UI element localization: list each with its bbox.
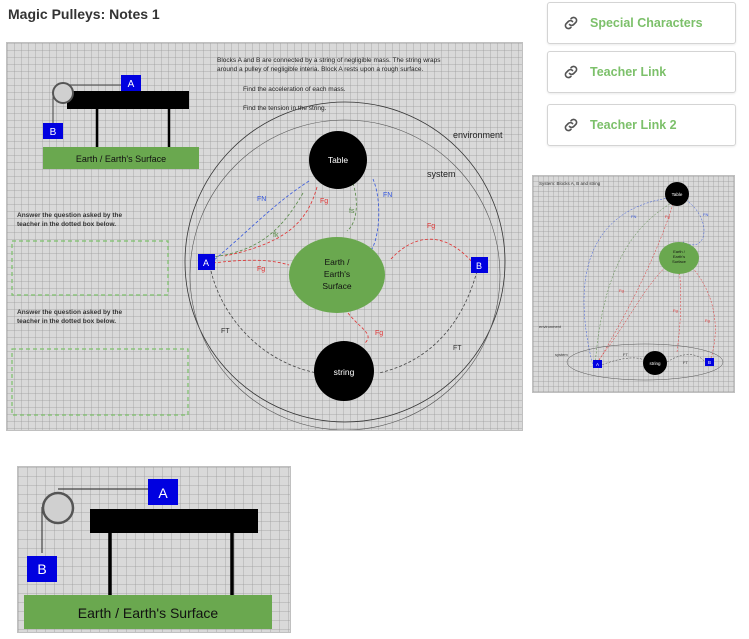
link-icon xyxy=(564,65,578,79)
thumb-block-b-label: B xyxy=(708,360,711,365)
zoom-block-a[interactable] xyxy=(148,479,178,505)
thumb-block-a xyxy=(593,360,602,368)
force-label-fs: fs xyxy=(349,208,355,215)
force-label-fg-2: Fg xyxy=(427,223,435,230)
surface-label: Earth / Earth's Surface xyxy=(76,154,166,164)
thumbnail-whiteboard[interactable]: System: Blocks A, B and string Table Ear… xyxy=(532,175,735,393)
thumb-string-label: string xyxy=(649,361,661,366)
problem-line-2: around a pulley of negligible interia. B… xyxy=(217,66,424,73)
block-b-node-label: B xyxy=(476,261,482,271)
block-b-node[interactable] xyxy=(471,257,488,273)
zoom-diagram: A B Earth / Earth's Surface xyxy=(24,479,272,629)
main-whiteboard[interactable]: A B Earth / Earth's Surface Blocks A and… xyxy=(6,42,523,431)
teacher-link-2[interactable]: Teacher Link 2 xyxy=(547,104,736,146)
thumb-string-node xyxy=(643,351,667,375)
zoom-block-a-label: A xyxy=(158,485,168,501)
thumb-earth-node xyxy=(659,242,699,274)
block-a-label: A xyxy=(128,79,135,90)
block-a-node-label: A xyxy=(203,258,209,268)
force-label-fn-2: FN xyxy=(383,192,392,199)
thumb-system-ellipse xyxy=(566,343,724,381)
zoom-block-b-label: B xyxy=(37,561,46,577)
block-b-label: B xyxy=(50,127,57,138)
zoom-table-top xyxy=(90,509,258,533)
force-label-ft-2: FT xyxy=(453,345,462,352)
thumb-force-fn-2: FN xyxy=(703,212,708,217)
thumb-force-ft: FT xyxy=(623,352,628,357)
link-icon xyxy=(564,118,578,132)
thumb-table-node xyxy=(665,182,689,206)
thumb-block-b xyxy=(705,358,714,366)
task-acceleration: Find the acceleration of each mass. xyxy=(243,86,346,93)
zoom-block-b[interactable] xyxy=(27,556,57,582)
force-label-fn-1: FN xyxy=(257,196,266,203)
earth-node-line-2: Earth's xyxy=(324,269,350,279)
problem-line-1: Blocks A and B are connected by a string… xyxy=(217,57,441,64)
prompt-2-line-2: teacher in the dotted box below. xyxy=(17,318,116,325)
thumb-caption: System: Blocks A, B and string xyxy=(539,181,601,186)
surface-shape xyxy=(43,147,199,169)
block-a-node[interactable] xyxy=(198,254,215,270)
table-top xyxy=(67,91,189,109)
pulley-wheel xyxy=(52,82,74,104)
thumbnail-diagram: System: Blocks A, B and string Table Ear… xyxy=(539,181,724,381)
force-label-fg-3: Fg xyxy=(257,266,265,273)
thumb-force-fg-3: Fg xyxy=(673,308,678,313)
earth-node[interactable] xyxy=(289,237,385,313)
zoom-surface xyxy=(24,595,272,629)
table-node[interactable] xyxy=(309,131,367,189)
force-label-ft-1: FT xyxy=(221,328,230,335)
main-diagram: A B Earth / Earth's Surface Blocks A and… xyxy=(11,57,506,430)
special-characters-link[interactable]: Special Characters xyxy=(547,2,736,44)
thumb-earth-line-1: Earth / xyxy=(673,249,686,254)
environment-label: environment xyxy=(453,130,503,140)
system-label: system xyxy=(427,169,456,179)
force-label-fg-1: Fg xyxy=(320,198,328,205)
prompt-1-line-1: Answer the question asked by the xyxy=(17,212,122,219)
environment-circle xyxy=(184,101,506,423)
string-node[interactable] xyxy=(314,341,374,401)
answer-box-1[interactable] xyxy=(11,240,169,296)
teacher-link[interactable]: Teacher Link xyxy=(547,51,736,93)
earth-node-line-1: Earth / xyxy=(324,257,350,267)
task-tension: Find the tension in the string. xyxy=(243,105,327,112)
block-b-shape[interactable] xyxy=(43,123,63,139)
thumb-force-fg-4: Fg xyxy=(705,318,710,323)
thumb-earth-line-2: Earth's xyxy=(673,254,685,259)
teacher-link-label: Teacher Link xyxy=(590,65,667,79)
page-title: Magic Pulleys: Notes 1 xyxy=(8,6,160,22)
link-icon xyxy=(564,16,578,30)
answer-box-2[interactable] xyxy=(11,348,189,416)
force-label-fk: fk xyxy=(273,232,279,239)
earth-node-line-3: Surface xyxy=(322,281,352,291)
force-label-fg-4: Fg xyxy=(375,330,383,337)
prompt-1-line-2: teacher in the dotted box below. xyxy=(17,221,116,228)
zoom-whiteboard[interactable]: A B Earth / Earth's Surface xyxy=(17,466,291,633)
thumb-force-ft-2: FT xyxy=(683,360,688,365)
thumb-force-fg-2: Fg xyxy=(619,288,624,293)
system-circle xyxy=(189,119,501,430)
thumb-table-label: Table xyxy=(672,192,683,197)
block-a-shape[interactable] xyxy=(121,75,141,91)
thumb-earth-line-3: Surface xyxy=(672,259,687,264)
zoom-pulley-wheel xyxy=(41,491,75,525)
thumb-system-label: system xyxy=(555,352,568,357)
string-node-label: string xyxy=(334,367,355,377)
thumb-environment-label: environment xyxy=(539,324,562,329)
special-characters-label: Special Characters xyxy=(590,16,703,30)
table-node-label: Table xyxy=(328,155,349,165)
prompt-2-line-1: Answer the question asked by the xyxy=(17,309,122,316)
zoom-surface-label: Earth / Earth's Surface xyxy=(78,605,219,621)
thumb-block-a-label: A xyxy=(596,362,599,367)
thumb-force-fg: Fg xyxy=(665,214,670,219)
thumb-force-fn: FN xyxy=(631,214,636,219)
teacher-link-2-label: Teacher Link 2 xyxy=(590,118,677,132)
